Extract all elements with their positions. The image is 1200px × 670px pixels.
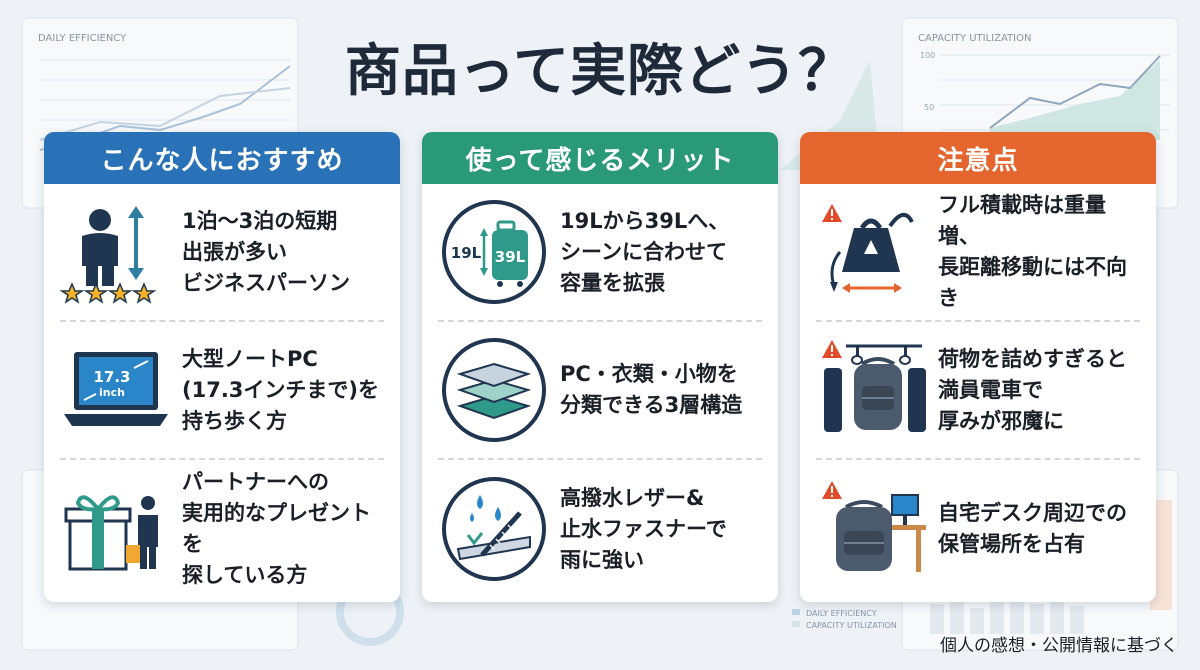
recommend-item-3-text: パートナーへの 実用的なプレゼントを 探している方 — [182, 470, 371, 587]
capacity-small-label: 19L — [451, 244, 482, 262]
card-recommend: こんな人におすすめ — [44, 132, 400, 602]
list-item: パートナーへの 実用的なプレゼントを 探している方 — [60, 460, 384, 598]
water-repellent-icon — [438, 473, 550, 585]
left-chart-title: DAILY EFFICIENCY — [38, 33, 127, 44]
card-merit: 使って感じるメリット 19L 39L 19Lから39Lへ、 シーンに合わせて 容… — [422, 132, 778, 602]
list-item: 19L 39L 19Lから39Lへ、 シーンに合わせて 容量を拡張 — [438, 184, 762, 322]
heavy-weight-icon — [816, 196, 928, 308]
desk-storage-icon — [816, 473, 928, 585]
card-caution-header: 注意点 — [800, 132, 1156, 184]
card-recommend-header: こんな人におすすめ — [44, 132, 400, 184]
card-caution: 注意点 フル積載時は重量増、 長距離移動には — [800, 132, 1156, 602]
person-stars-icon — [60, 196, 172, 308]
right-chart-title: CAPACITY UTILIZATION — [918, 33, 1031, 44]
list-item: 高撥水レザー& 止水ファスナーで 雨に強い — [438, 460, 762, 598]
merit-item-3-text: 高撥水レザー& 止水ファスナーで 雨に強い — [560, 485, 727, 572]
page-title: 商品って実際どう？ — [344, 39, 856, 104]
right-tick-100: 100 — [920, 51, 935, 60]
merit-item-1-text: 19Lから39Lへ、 シーンに合わせて 容量を拡張 — [560, 208, 730, 295]
caution-item-3-text: 自宅デスク周辺での 保管場所を占有 — [938, 501, 1127, 556]
layers-icon — [438, 334, 550, 446]
list-item: PC・衣類・小物を 分類できる3層構造 — [438, 322, 762, 460]
caution-item-2-text: 荷物を詰めすぎると 満員電車で 厚みが邪魔に — [938, 346, 1127, 433]
suitcase-expand-icon: 19L 39L — [438, 196, 550, 308]
list-item: 1泊〜3泊の短期 出張が多い ビジネスパーソン — [60, 184, 384, 322]
card-merit-header: 使って感じるメリット — [422, 132, 778, 184]
list-item: 自宅デスク周辺での 保管場所を占有 — [816, 460, 1140, 598]
merit-item-2-text: PC・衣類・小物を 分類できる3層構造 — [560, 362, 743, 417]
right-tick-50: 50 — [924, 103, 934, 112]
legend-daily: DAILY EFFICIENCY — [806, 609, 877, 618]
list-item: フル積載時は重量増、 長距離移動には不向き — [816, 184, 1140, 322]
footnote: 個人の感想・公開情報に基づく — [940, 636, 1178, 656]
recommend-item-2-text: 大型ノートPC (17.3インチまで)を 持ち歩く方 — [182, 346, 380, 433]
legend-capacity: CAPACITY UTILIZATION — [806, 621, 897, 630]
recommend-item-1-text: 1泊〜3泊の短期 出張が多い ビジネスパーソン — [182, 208, 350, 295]
capacity-large-label: 39L — [495, 248, 526, 266]
caution-item-1-text: フル積載時は重量増、 長距離移動には不向き — [938, 193, 1127, 310]
gift-icon — [60, 473, 172, 585]
list-item: 荷物を詰めすぎると 満員電車で 厚みが邪魔に — [816, 322, 1140, 460]
crowded-train-icon — [816, 334, 928, 446]
